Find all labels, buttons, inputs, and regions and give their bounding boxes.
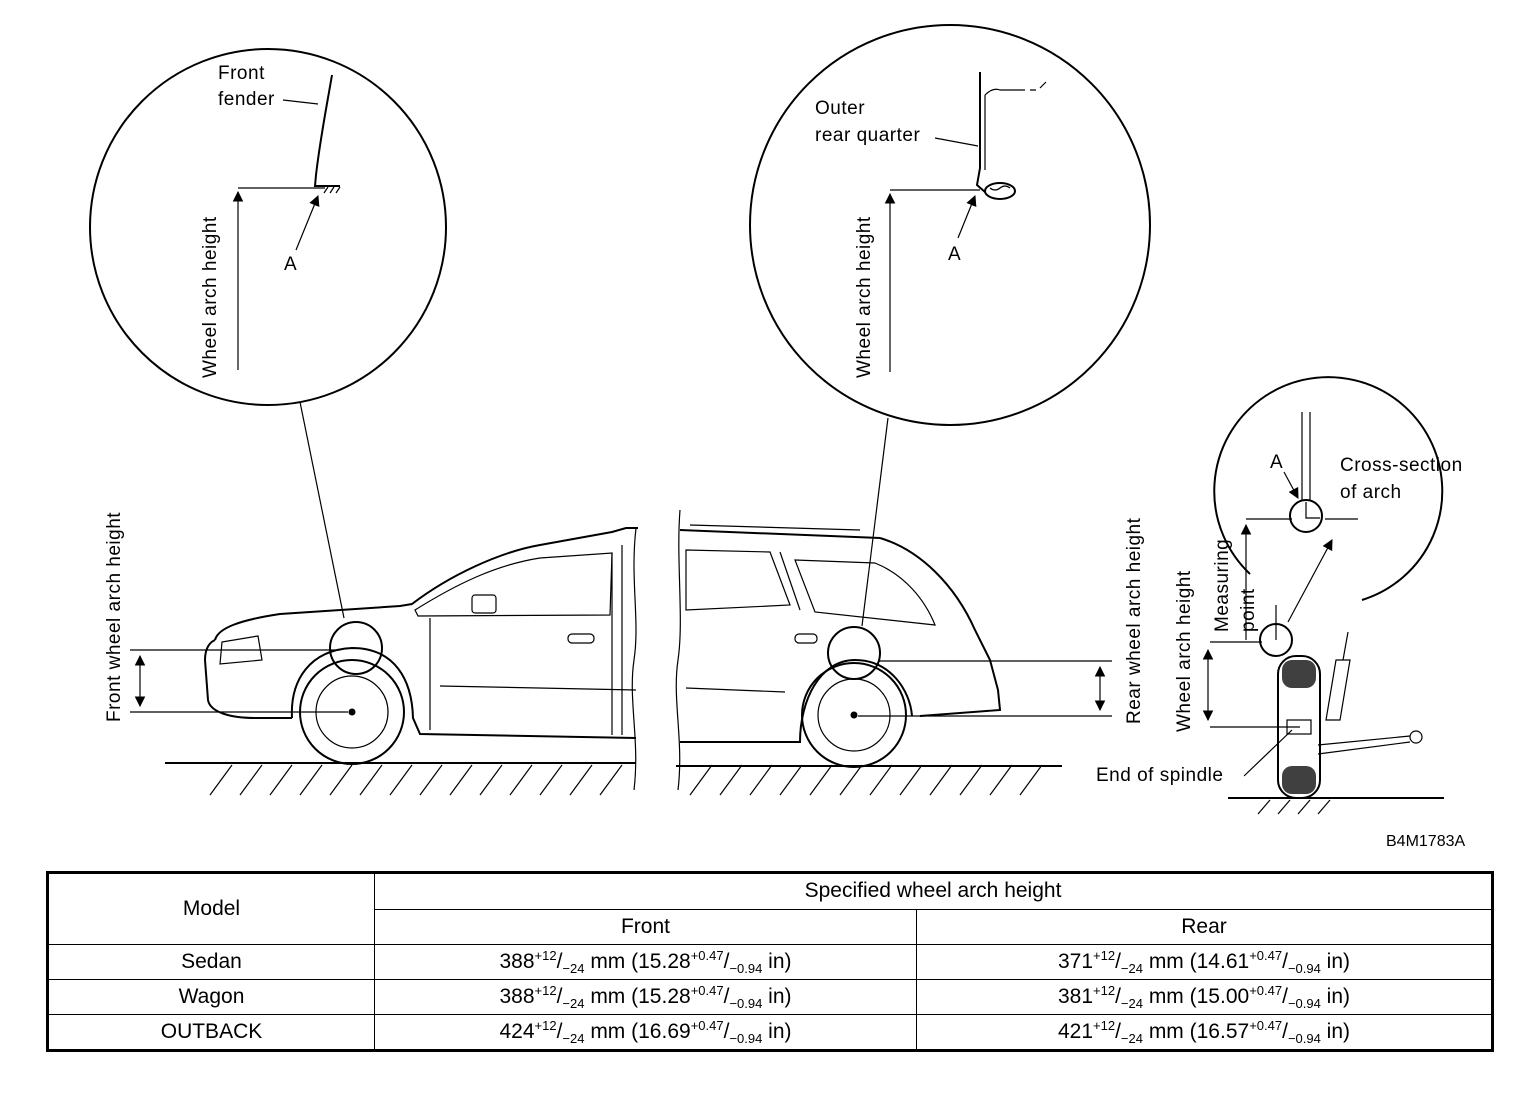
spec-up-in: +0.47	[690, 983, 724, 998]
point-label: point	[1238, 588, 1259, 632]
spec-end: in)	[762, 950, 792, 973]
spec-end: in)	[762, 985, 792, 1008]
spec-slash: /	[1282, 985, 1288, 1008]
spec-end: in)	[1320, 1020, 1351, 1043]
header-front: Front	[374, 908, 917, 945]
front-wheel-arch-height-label: Front wheel arch height	[104, 512, 125, 722]
point-a-label-front: A	[284, 254, 297, 275]
spec-base: 371	[1057, 950, 1094, 973]
spec-slash: /	[723, 985, 730, 1008]
front-spec-cell: 388+12/−24 mm (15.28+0.47/−0.94 in)	[374, 979, 917, 1015]
spec-unit: mm (16.69	[584, 1020, 691, 1043]
spec-up-in: +0.47	[1249, 1018, 1283, 1033]
spec-up-in: +0.47	[1249, 948, 1283, 963]
spec-up-in: +0.47	[690, 948, 724, 963]
rear-spec-cell: 371+12/−24 mm (14.61+0.47/−0.94 in)	[916, 944, 1493, 980]
spec-up: +12	[534, 1018, 557, 1033]
spec-down-in: −0.94	[1287, 961, 1321, 976]
spec-down-in: −0.94	[1287, 1031, 1321, 1046]
spec-slash: /	[1115, 1020, 1121, 1043]
model-cell: OUTBACK	[47, 1014, 375, 1051]
sedan-front-illustration: Front wheel arch height	[104, 512, 638, 796]
spec-end: in)	[1320, 950, 1351, 973]
spec-down: −24	[1120, 1031, 1143, 1046]
spec-down: −24	[1120, 961, 1143, 976]
wheel-arch-height-label-rear: Wheel arch height	[854, 216, 875, 378]
front-detail-circle: Front fender A Wheel arch height	[89, 48, 447, 406]
point-a-label-section: A	[1270, 452, 1283, 473]
spec-unit: mm (15.28	[584, 950, 691, 973]
spec-unit: mm (16.57	[1142, 1020, 1250, 1043]
spec-up-in: +0.47	[1249, 983, 1283, 998]
wheel-arch-height-label-front: Wheel arch height	[200, 216, 221, 378]
spec-up-in: +0.47	[690, 1018, 724, 1033]
outer-rear-quarter-label: Outer rear quarter	[815, 98, 920, 146]
model-cell: Sedan	[47, 944, 375, 980]
spec-base: 421	[1057, 1020, 1094, 1043]
header-model: Model	[47, 872, 375, 945]
spec-slash: /	[556, 1020, 563, 1043]
point-a-label-rear: A	[948, 244, 961, 265]
header-rear: Rear	[916, 908, 1493, 945]
spec-down: −24	[562, 996, 585, 1011]
spec-slash: /	[556, 950, 563, 973]
spec-slash: /	[1115, 985, 1121, 1008]
spec-down-in: −0.94	[729, 996, 763, 1011]
end-of-spindle-label: End of spindle	[1096, 765, 1223, 786]
spec-base: 381	[1057, 985, 1094, 1008]
spec-slash: /	[1282, 1020, 1288, 1043]
spec-unit: mm (15.00	[1142, 985, 1250, 1008]
spec-base: 388	[499, 985, 535, 1008]
model-cell: Wagon	[47, 979, 375, 1015]
spec-slash: /	[1282, 950, 1288, 973]
wheel-arch-diagram: Front fender A Wheel arch height Outer r…	[89, 24, 1468, 850]
spec-unit: mm (15.28	[584, 985, 691, 1008]
spec-down-in: −0.94	[729, 1031, 763, 1046]
spec-up: +12	[1093, 1018, 1116, 1033]
spec-down-in: −0.94	[1287, 996, 1321, 1011]
rear-detail-circle: Outer rear quarter A Wheel arch height	[749, 24, 1151, 426]
spec-up: +12	[1093, 983, 1116, 998]
spec-slash: /	[556, 985, 563, 1008]
spec-unit: mm (14.61	[1142, 950, 1250, 973]
spec-base: 388	[499, 950, 535, 973]
spec-up: +12	[534, 948, 557, 963]
cross-section-detail: A Cross-section of arch Measuring point …	[1096, 376, 1468, 815]
front-fender-label: Front fender	[218, 63, 275, 110]
spec-down: −24	[562, 1031, 585, 1046]
figure-code: B4M1783A	[1386, 833, 1465, 850]
header-spec: Specified wheel arch height	[374, 872, 1493, 910]
spec-down: −24	[1120, 996, 1143, 1011]
spec-table: Model Specified wheel arch height Front …	[46, 871, 1494, 1052]
spec-down-in: −0.94	[729, 961, 763, 976]
spec-slash: /	[1115, 950, 1121, 973]
front-spec-cell: 424+12/−24 mm (16.69+0.47/−0.94 in)	[374, 1014, 917, 1051]
front-leader-line	[299, 401, 345, 619]
rear-wheel-arch-height-label: Rear wheel arch height	[1124, 517, 1145, 724]
wagon-rear-illustration: Rear wheel arch height	[675, 509, 1145, 796]
spec-down: −24	[562, 961, 585, 976]
rear-leader-line	[861, 417, 889, 627]
spec-end: in)	[762, 1020, 792, 1043]
rear-spec-cell: 421+12/−24 mm (16.57+0.47/−0.94 in)	[916, 1014, 1493, 1051]
spec-up: +12	[1093, 948, 1116, 963]
front-spec-cell: 388+12/−24 mm (15.28+0.47/−0.94 in)	[374, 944, 917, 980]
cross-section-label: Cross-section of arch	[1340, 455, 1468, 503]
spec-slash: /	[723, 1020, 730, 1043]
spec-slash: /	[723, 950, 730, 973]
wheel-arch-height-label-section: Wheel arch height	[1174, 570, 1195, 732]
spec-base: 424	[499, 1020, 535, 1043]
measuring-label: Measuring	[1212, 539, 1233, 632]
spec-up: +12	[534, 983, 557, 998]
spec-end: in)	[1320, 985, 1351, 1008]
rear-spec-cell: 381+12/−24 mm (15.00+0.47/−0.94 in)	[916, 979, 1493, 1015]
